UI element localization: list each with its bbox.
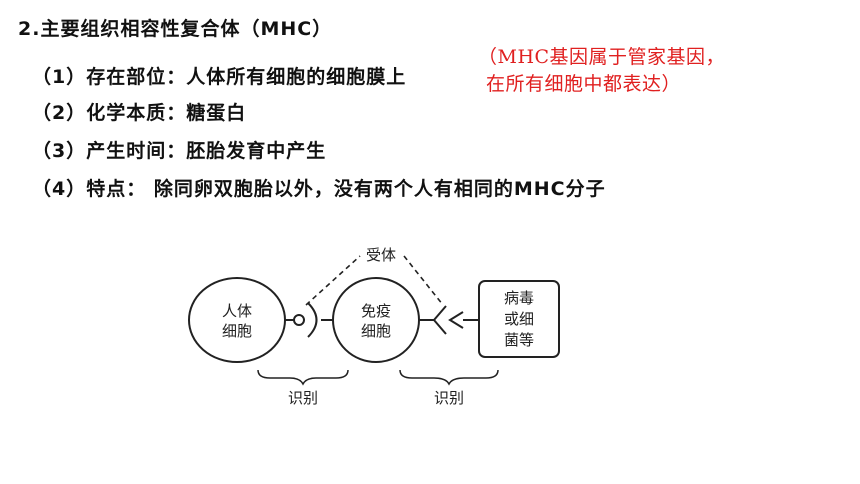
point-chemical-nature: （2）化学本质：糖蛋白 — [32, 102, 247, 124]
red-annotation: （MHC基因属于管家基因， 在所有细胞中都表达） — [478, 44, 725, 98]
recognition-brace-left — [257, 369, 349, 386]
recognition-label-right: 识别 — [434, 389, 464, 407]
receptor-pointer-left — [305, 255, 361, 306]
pathogen-label-3: 菌等 — [504, 331, 534, 349]
point-origin-time: （3）产生时间：胚胎发育中产生 — [32, 140, 327, 162]
recognition-brace-right — [399, 369, 499, 386]
pathogen-label-2: 或细 — [504, 310, 534, 328]
immune-cell-label-2: 细胞 — [361, 322, 391, 340]
annotation-line-1: （MHC基因属于管家基因， — [478, 46, 726, 68]
annotation-line-2: 在所有细胞中都表达） — [486, 73, 682, 95]
human-cell-label-1: 人体 — [222, 302, 252, 320]
human-cell-label-2: 细胞 — [222, 322, 252, 340]
mhc-molecule-icon — [293, 314, 305, 326]
immune-cell-circle — [332, 277, 420, 363]
pathogen-box — [478, 280, 560, 358]
point-feature: （4）特点： 除同卵双胞胎以外，没有两个人有相同的MHC分子 — [32, 178, 606, 200]
point-location: （1）存在部位：人体所有细胞的细胞膜上 — [32, 66, 407, 88]
recognition-label-left: 识别 — [288, 389, 318, 407]
receptor-cup-icon — [307, 302, 318, 338]
pathogen-label-1: 病毒 — [504, 289, 534, 307]
immune-cell-label-1: 免疫 — [361, 302, 391, 320]
human-cell-circle — [188, 277, 286, 363]
antigen-arrow-icon — [448, 311, 464, 329]
receptor-label: 受体 — [366, 246, 396, 264]
section-title: 2.主要组织相容性复合体（MHC） — [18, 18, 333, 40]
receptor-fork-icon — [432, 305, 447, 335]
receptor-pointer-right — [403, 255, 444, 306]
